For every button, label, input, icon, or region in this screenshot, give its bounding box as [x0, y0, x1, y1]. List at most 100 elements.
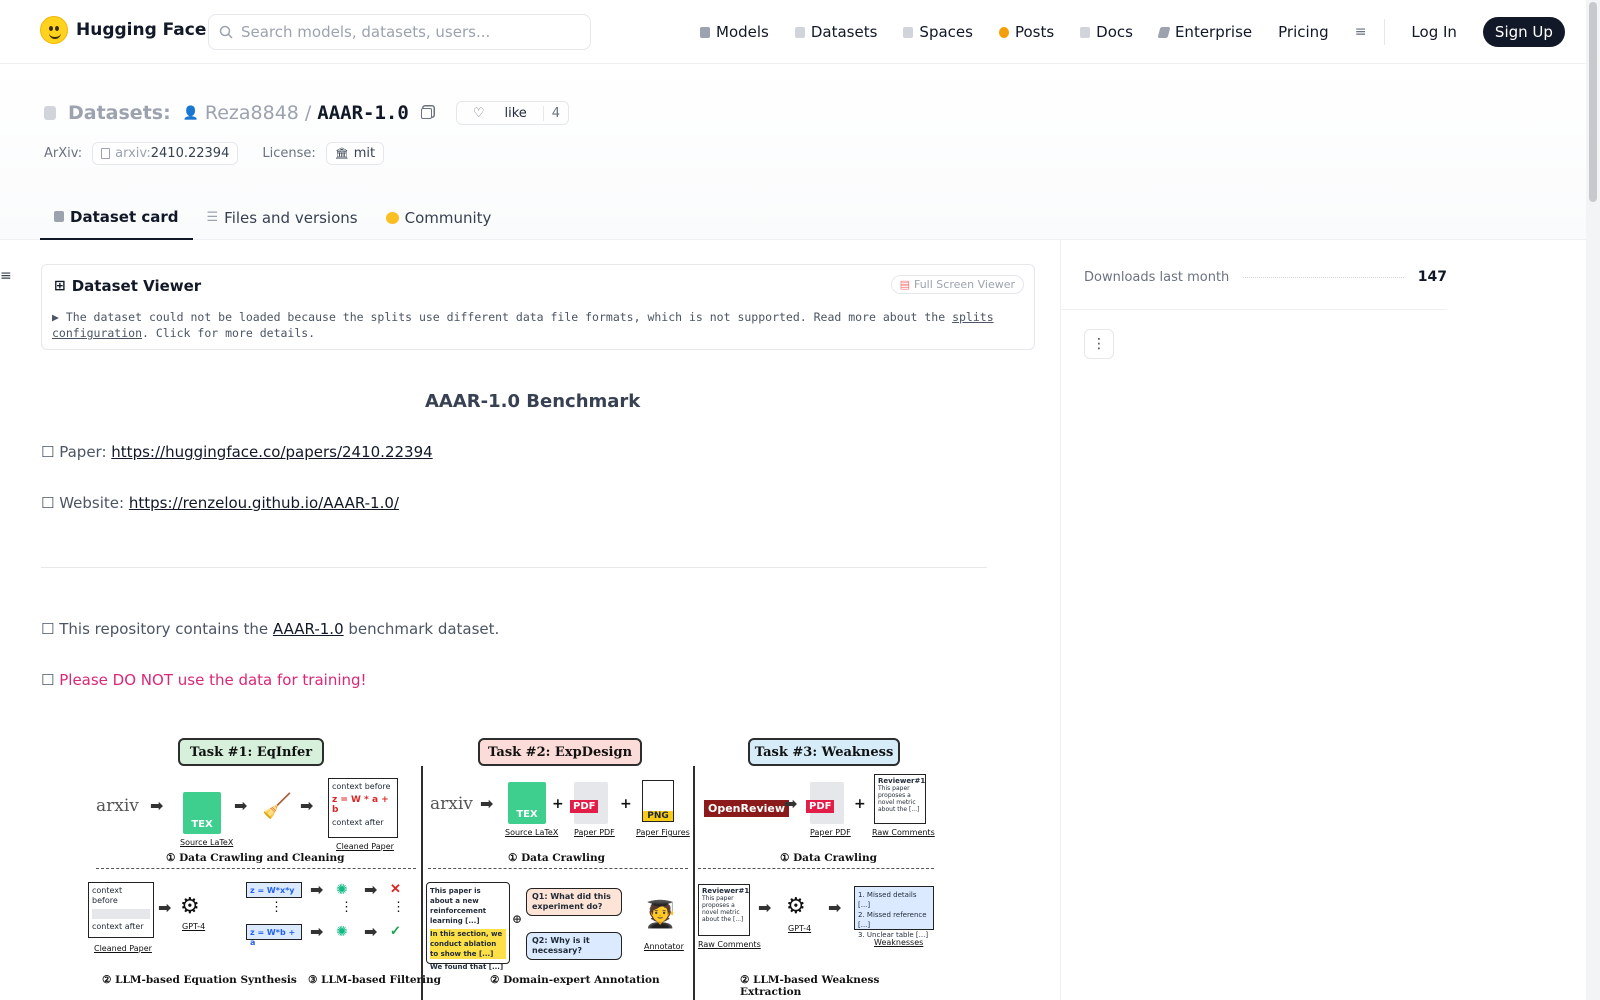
license-tag[interactable]: 🏛 mit: [325, 142, 385, 165]
source-latex-caption: Source LaTeX: [505, 828, 559, 837]
hugging-face-icon: [40, 16, 68, 44]
heart-icon: ♡: [472, 105, 485, 121]
brand-logo[interactable]: Hugging Face: [40, 16, 206, 44]
menu-list-icon: ≡: [1354, 24, 1367, 40]
nav-models[interactable]: Models: [700, 23, 769, 41]
search-icon: [219, 25, 233, 39]
filter-llm-icon: ✺: [336, 882, 348, 898]
nav-datasets[interactable]: Datasets: [794, 23, 877, 41]
arrow-icon: ➡: [758, 898, 772, 917]
bank-icon: 🏛: [334, 147, 349, 160]
plus-sign: +: [620, 796, 632, 812]
search-box[interactable]: [208, 14, 591, 50]
cube-icon: [54, 211, 64, 222]
arrow-icon: ➡: [300, 796, 314, 815]
gpt4-caption: GPT-4: [182, 922, 206, 931]
more-options-button[interactable]: ⋮: [1084, 329, 1114, 359]
tex-file-icon: TEX: [183, 792, 221, 834]
nav-enterprise[interactable]: Enterprise: [1157, 23, 1252, 41]
breadcrumb-section[interactable]: Datasets:: [68, 102, 171, 124]
source-latex-caption: Source LaTeX: [180, 838, 234, 847]
candidate-equation-2: z = W*b + a: [246, 924, 302, 947]
paper-figures-caption: Paper Figures: [636, 828, 690, 837]
arrow-icon: ➡: [364, 880, 378, 899]
dashed-divider: [428, 868, 688, 869]
step-1a: ① Data Crawling and Cleaning: [166, 852, 345, 864]
benchmark-figure: Task #1: EqInfer Task #2: ExpDesign Task…: [88, 738, 940, 1000]
step-2b: ② Domain-expert Annotation: [490, 974, 660, 986]
search-input[interactable]: [241, 23, 561, 41]
tab-dataset-card[interactable]: Dataset card: [40, 195, 193, 240]
accept-icon: ✓: [390, 924, 401, 939]
aaar-link[interactable]: AAAR-1.0: [272, 620, 344, 638]
page-scrollbar[interactable]: [1586, 0, 1600, 1000]
task-2-label: Task #2: ExpDesign: [478, 738, 642, 766]
like-count[interactable]: 4: [542, 105, 568, 121]
arxiv-id: 2410.22394: [150, 146, 230, 161]
checkbox-glyph: ☐: [41, 494, 55, 512]
gpt4-caption: GPT-4: [788, 924, 812, 933]
nav-docs[interactable]: Docs: [1080, 23, 1133, 41]
arxiv-tag[interactable]: arxiv:2410.22394: [92, 142, 239, 165]
annotator-caption: Annotator: [644, 942, 684, 951]
vdots: ⋮: [340, 900, 353, 915]
table-icon: ▤: [899, 278, 910, 291]
gpt4-logo-icon: ⚙: [786, 894, 806, 919]
like-button[interactable]: ♡like 4: [455, 101, 570, 125]
chat-bubble-icon: [998, 26, 1009, 38]
card-title: AAAR-1.0 Benchmark: [425, 391, 641, 412]
step-2c: ② LLM-based Weakness Extraction: [740, 974, 880, 998]
nav-pricing[interactable]: Pricing: [1278, 23, 1329, 41]
full-screen-viewer-button[interactable]: ▤ Full Screen Viewer: [890, 275, 1024, 294]
repo-meta: ArXiv: arxiv:2410.22394 License: 🏛 mit: [44, 142, 385, 165]
raw-comments-doc-2: Reviewer#1 This paper proposes a novel m…: [698, 884, 750, 936]
enterprise-icon: [1157, 26, 1171, 38]
task-1-label: Task #1: EqInfer: [178, 738, 324, 766]
disclosure-triangle-icon: ▶: [52, 310, 66, 324]
arrow-icon: ➡: [158, 898, 172, 917]
arrow-icon: ➡: [150, 796, 164, 815]
copy-icon[interactable]: [420, 107, 432, 119]
scrollbar-thumb[interactable]: [1589, 2, 1597, 202]
toc-toggle-icon[interactable]: ≡: [0, 268, 12, 284]
tab-community[interactable]: Community: [372, 195, 506, 240]
arrow-icon: ➡: [310, 922, 324, 941]
website-link[interactable]: https://renzelou.github.io/AAAR-1.0/: [128, 494, 399, 512]
arrow-icon: ➡: [310, 880, 324, 899]
tex-file-icon: TEX: [508, 782, 546, 824]
dataset-viewer: ⊞ Dataset Viewer ▤ Full Screen Viewer ▶ …: [41, 264, 1035, 350]
tab-files-and-versions[interactable]: ☰Files and versions: [206, 208, 358, 227]
checkbox-glyph: ☐: [41, 620, 55, 638]
figure-separator: [421, 766, 423, 1000]
nav-more-menu[interactable]: ≡: [1355, 24, 1367, 40]
plus-sign: +: [552, 796, 564, 812]
question-1-bubble: Q1: What did this experiment do?: [526, 888, 622, 916]
website-line: ☐ Website: https://renzelou.github.io/AA…: [41, 494, 399, 512]
section-divider: [41, 567, 987, 568]
filter-llm-icon: ✺: [336, 924, 348, 940]
annotated-paper-doc: This paper is about a new reinforcement …: [426, 882, 510, 971]
breadcrumb: Datasets: 👤 Reza8848 / AAAR-1.0 ♡like 4: [44, 101, 570, 125]
database-icon: [794, 26, 805, 38]
checkbox-glyph: ☐: [41, 443, 55, 461]
downloads-count: 147: [1417, 269, 1447, 285]
openreview-logo: OpenReview: [704, 800, 790, 817]
viewer-error-details[interactable]: ▶ The dataset could not be loaded becaus…: [52, 310, 994, 340]
breadcrumb-owner[interactable]: Reza8848: [204, 102, 299, 124]
figure-separator: [693, 766, 695, 1000]
nav-divider: [1384, 19, 1386, 45]
pdf-file-icon: PDF: [806, 782, 844, 824]
login-button[interactable]: Log In: [1411, 23, 1457, 41]
signup-button[interactable]: Sign Up: [1482, 17, 1565, 47]
step-1c: ① Data Crawling: [780, 852, 877, 864]
nav-posts[interactable]: Posts: [998, 23, 1054, 41]
arrow-icon: ➡: [234, 796, 248, 815]
file-list-icon: ☰: [206, 210, 219, 225]
document-icon: [1080, 26, 1091, 38]
splits-configuration-link[interactable]: splits configuration: [52, 310, 994, 340]
license-label: License:: [262, 146, 316, 161]
paper-link[interactable]: https://huggingface.co/papers/2410.22394: [111, 443, 433, 461]
nav-spaces[interactable]: Spaces: [903, 23, 973, 41]
sidebar-divider: [1060, 240, 1061, 1000]
repo-name[interactable]: AAAR-1.0: [317, 102, 409, 124]
